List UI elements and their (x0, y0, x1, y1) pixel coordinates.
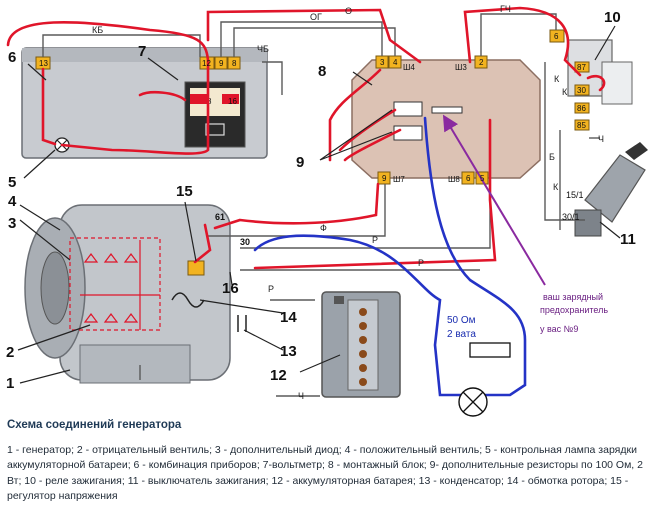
pin-label-6b: 6 (554, 32, 559, 41)
block-label-sh4: Ш4 (403, 63, 415, 72)
pin-label-86: 86 (577, 104, 586, 113)
rectifier-bridge (69, 237, 161, 331)
voltmeter (184, 81, 246, 148)
callout-7: 7 (138, 43, 146, 60)
wire-label-k3: К (553, 182, 559, 192)
connector-9b (377, 171, 391, 185)
voltmeter-scale-8: 8 (207, 97, 212, 106)
callout-8: 8 (318, 63, 326, 80)
callout-9: 9 (296, 154, 304, 171)
wire-label-r2: Р (418, 258, 424, 268)
pin-label-5: 5 (480, 174, 485, 183)
blue-wiring-overlay (253, 116, 527, 397)
pin-label-8: 8 (232, 59, 237, 68)
relay-pin-86 (574, 102, 590, 114)
component-legend: 1 - генератор; 2 - отрицательный вентиль… (7, 444, 643, 503)
wire-label-ch2: Ч (298, 391, 304, 401)
pin-label-30: 30 (577, 86, 586, 95)
relay-pin-87 (574, 61, 590, 73)
pin-label-2: 2 (479, 58, 484, 67)
caption-title: Схема соединений генератора (7, 419, 182, 431)
wire-label-b: Б (549, 152, 555, 162)
callout-14: 14 (280, 309, 297, 326)
pin-label-9b: 9 (382, 174, 387, 183)
wire-label-og: ОГ (310, 12, 322, 22)
pin-label-6a: 6 (466, 174, 471, 183)
wire-label-kb: КБ (92, 25, 103, 35)
wire-label-k2: К (562, 87, 568, 97)
block-label-sh8: Ш8 (448, 175, 460, 184)
wire-label-chb: ЧБ (257, 44, 269, 54)
pin-label-4: 4 (393, 58, 398, 67)
factory-wiring (42, 13, 600, 397)
callout-5: 5 (8, 174, 16, 191)
fuse-note-line3: у вас №9 (540, 324, 578, 334)
generator (24, 204, 231, 384)
callout-6: 6 (8, 49, 16, 66)
terminal-30: 30 (240, 237, 250, 247)
callout-13: 13 (280, 343, 297, 360)
wire-label-gch: ГЧ (500, 4, 511, 14)
callout-2: 2 (6, 344, 14, 361)
callout-3: 3 (8, 215, 16, 232)
callout-leaders (17, 25, 621, 384)
fuse-note-line2: предохранитель (540, 305, 608, 315)
fuse-note-line1: ваш зарядный (543, 292, 603, 302)
pin-label-85: 85 (577, 121, 586, 130)
callout-16: 16 (222, 280, 239, 297)
terminal-30-1: 30/1 (562, 212, 580, 222)
generator-wiring-diagram: 8 16 (6, 4, 648, 417)
wire-label-ch1: Ч (598, 134, 604, 144)
battery (321, 291, 401, 398)
rotor-winding (171, 292, 205, 308)
block-label-sh7: Ш7 (393, 175, 405, 184)
red-wiring-overlay (6, 6, 606, 270)
resistor-value-label: 50 Ом (447, 315, 476, 326)
voltage-regulator (187, 260, 205, 276)
callout-10: 10 (604, 9, 621, 26)
callout-1: 1 (6, 375, 14, 392)
wire-label-r1: Р (372, 235, 378, 245)
added-resistor (469, 342, 511, 358)
wire-label-r3: Р (268, 284, 274, 294)
callout-11: 11 (620, 231, 636, 248)
connector-6b (549, 29, 565, 43)
terminal-61: 61 (215, 212, 225, 222)
callout-12: 12 (270, 367, 287, 384)
callout-4: 4 (8, 193, 17, 210)
capacitor (237, 315, 247, 332)
wire-label-k1: К (554, 74, 560, 84)
wire-label-f: Ф (320, 223, 327, 233)
added-lamp (458, 387, 488, 417)
pin-label-87: 87 (577, 63, 586, 72)
pin-label-12: 12 (202, 59, 211, 68)
block-label-sh3: Ш3 (455, 63, 467, 72)
pin-label-9a: 9 (219, 59, 224, 68)
relay-pin-30 (574, 84, 590, 96)
relay-pin-85 (574, 119, 590, 131)
pin-label-3: 3 (380, 58, 385, 67)
pin-label-13: 13 (39, 59, 48, 68)
voltmeter-scale-16: 16 (228, 97, 237, 106)
terminal-15-1: 15/1 (566, 190, 584, 200)
ignition-switch (574, 142, 648, 237)
callout-15: 15 (176, 183, 193, 200)
resistor-power-label: 2 вата (447, 329, 476, 340)
connector-6a (461, 171, 475, 185)
wire-label-o: О (345, 6, 352, 16)
fuse-pointer-arrow (442, 114, 546, 286)
